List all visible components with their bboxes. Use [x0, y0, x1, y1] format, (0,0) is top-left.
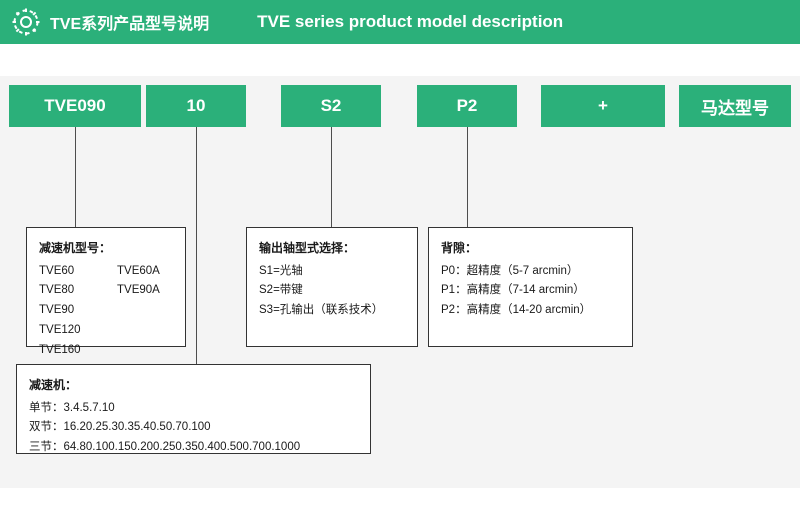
output-shaft-row-1: S1=光轴 [259, 264, 303, 277]
gearbox-model-right-5 [117, 341, 173, 361]
gearbox-model-left-5: TVE160 [39, 343, 81, 356]
code-box-output-shaft[interactable]: S2 [281, 85, 381, 127]
ratio-row-1: 单节：3.4.5.7.10 [29, 401, 115, 414]
bottom-white-strip [0, 488, 800, 505]
code-box-backlash[interactable]: P2 [417, 85, 517, 127]
output-shaft-row-2: S2=带键 [259, 284, 303, 297]
connector-output-shaft [331, 127, 332, 227]
gearbox-model-right-3 [117, 301, 173, 321]
ratio-row-3: 三节：64.80.100.150.200.250.350.400.500.700… [29, 441, 301, 454]
ratio-row-2: 双节：16.20.25.30.35.40.50.70.100 [29, 421, 211, 434]
backlash-row-1: P0：超精度（5-7 arcmin） [441, 264, 579, 277]
info-title-gearbox-model: 减速机型号： [39, 241, 112, 255]
gearbox-model-row-5: TVE160 [39, 341, 173, 361]
info-title-output-shaft: 输出轴型式选择： [259, 241, 356, 255]
backlash-row-2: P1：高精度（7-14 arcmin） [441, 284, 585, 297]
top-white-strip [0, 44, 800, 76]
info-box-ratio: 减速机： 单节：3.4.5.7.10 双节：16.20.25.30.35.40.… [16, 364, 371, 454]
code-box-gearbox-model[interactable]: TVE090 [9, 85, 141, 127]
code-box-plus[interactable]: + [541, 85, 665, 127]
header-title-en: TVE series product model description [257, 12, 564, 31]
gearbox-model-right-1: TVE60A [117, 264, 160, 277]
info-box-output-shaft: 输出轴型式选择： S1=光轴 S2=带键 S3=孔输出（联系技术） [246, 227, 418, 347]
gearbox-model-left-1: TVE60 [39, 264, 75, 277]
gearbox-model-right-4 [117, 321, 173, 341]
info-title-ratio: 减速机： [29, 378, 78, 392]
page-header: TVE系列产品型号说明 TVE series product model des… [0, 0, 800, 44]
gearbox-model-row-2: TVE80 TVE90A [39, 281, 173, 301]
gearbox-model-row-4: TVE120 [39, 321, 173, 341]
backlash-row-3: P2：高精度（14-20 arcmin） [441, 304, 592, 317]
connector-ratio [196, 127, 197, 404]
info-title-backlash: 背隙： [441, 241, 478, 255]
gearbox-model-left-2: TVE80 [39, 284, 75, 297]
code-box-motor-model[interactable]: 马达型号 [679, 85, 791, 127]
connector-gearbox-model [75, 127, 76, 227]
gearbox-model-row-3: TVE90 [39, 301, 173, 321]
info-box-gearbox-model: 减速机型号： TVE60 TVE60A TVE80 TVE90A TVE90 T… [26, 227, 186, 356]
gear-icon [10, 6, 42, 38]
gearbox-model-left-3: TVE90 [39, 304, 75, 317]
gearbox-model-row-1: TVE60 TVE60A [39, 262, 173, 282]
output-shaft-row-3: S3=孔输出（联系技术） [259, 304, 384, 317]
header-title-cn: TVE系列产品型号说明 [50, 16, 210, 33]
info-box-backlash: 背隙： P0：超精度（5-7 arcmin） P1：高精度（7-14 arcmi… [428, 227, 633, 347]
gearbox-model-left-4: TVE120 [39, 323, 81, 336]
gearbox-model-right-2: TVE90A [117, 284, 160, 297]
code-box-ratio[interactable]: 10 [146, 85, 246, 127]
connector-backlash [467, 127, 468, 227]
diagram-body: TVE090 10 S2 P2 + 马达型号 减速机型号： TVE60 TVE6… [0, 44, 800, 505]
